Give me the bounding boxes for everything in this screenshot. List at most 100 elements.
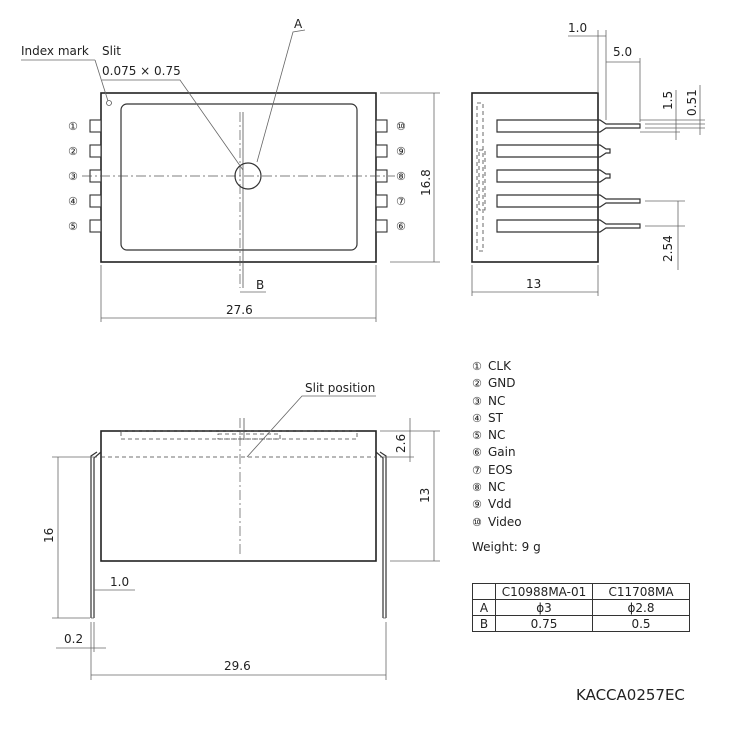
pin-name: EOS	[488, 462, 513, 477]
left-lead	[90, 451, 102, 618]
pin-label-9: ⑨	[396, 145, 406, 158]
aperture-circle	[234, 162, 262, 190]
lead	[496, 144, 611, 158]
right-lead	[375, 451, 387, 618]
pin-label-5: ⑤	[68, 220, 78, 233]
pin-name: GND	[488, 376, 516, 391]
lead	[496, 119, 641, 133]
pin-number: ④	[472, 411, 482, 425]
pin-number: ⑧	[472, 481, 482, 495]
weight-label: Weight: 9 g	[472, 540, 541, 554]
dim-lead-width: 0.2	[64, 632, 83, 646]
table-header-cell	[472, 583, 496, 600]
dimension-table: C10988MA-01 C11708MA A ϕ3 ϕ2.8 B 0.75 0.…	[472, 583, 690, 632]
table-row-label: A	[472, 599, 496, 616]
slit-position-label: Slit position	[305, 381, 375, 395]
pin-number: ⑥	[472, 446, 482, 460]
pin-name: ST	[488, 410, 503, 425]
left-pin	[89, 194, 102, 208]
pin-number: ①	[472, 360, 482, 373]
dim-lead-gap: 1.0	[110, 575, 129, 589]
pin-number: ⑤	[472, 429, 482, 443]
side-view: 1.0 5.0 1.5 0.51 2.54 13	[471, 21, 705, 296]
pin-number: ②	[472, 377, 482, 391]
lead	[496, 219, 641, 233]
table-cell: ϕ2.8	[592, 599, 690, 616]
pin-item: ② GND	[472, 375, 522, 392]
index-mark-icon	[106, 100, 112, 106]
left-pin	[89, 144, 102, 158]
top-body-outline	[100, 92, 377, 263]
slit-leader	[102, 79, 244, 171]
pin-label-3: ③	[68, 170, 78, 183]
right-pin	[375, 194, 388, 208]
dim-lead-thin: 0.51	[685, 89, 699, 116]
pin-label-7: ⑦	[396, 195, 406, 208]
front-slit-hidden	[217, 433, 281, 440]
dim-overall-width: 29.6	[224, 659, 251, 673]
index-mark-leader	[94, 59, 109, 102]
right-pin	[375, 219, 388, 233]
pin-name: Video	[488, 514, 522, 529]
side-hidden-edge	[476, 102, 484, 252]
pin-name: CLK	[488, 359, 511, 373]
dim-lead-offset: 1.0	[568, 21, 587, 35]
table-row: B 0.75 0.5	[472, 615, 690, 632]
pin-item: ④ ST	[472, 410, 522, 427]
table-header-cell: C11708MA	[592, 583, 690, 600]
pin-item: ⑥ Gain	[472, 444, 522, 461]
pin-name: NC	[488, 393, 506, 408]
side-hidden-detail	[478, 149, 486, 211]
dim-height-text: 16.8	[419, 169, 433, 196]
lead	[496, 194, 641, 208]
table-row-label: B	[472, 615, 496, 632]
pin-number: ⑦	[472, 463, 482, 477]
pin-item: ① CLK	[472, 358, 522, 375]
aperture-leader	[256, 29, 306, 163]
front-body-outline	[100, 430, 377, 562]
left-pin	[89, 119, 102, 133]
pin-label-6: ⑥	[396, 220, 406, 233]
label-a: A	[294, 17, 303, 31]
slit-size-label: 0.075 × 0.75	[102, 64, 181, 78]
pin-item: ⑤ NC	[472, 427, 522, 444]
dim-lead-thick: 1.5	[661, 91, 675, 110]
pin-item: ⑨ Vdd	[472, 496, 522, 513]
pin-name: Vdd	[488, 497, 512, 512]
top-window	[120, 103, 358, 251]
table-cell: 0.75	[495, 615, 593, 632]
front-window-hidden	[120, 430, 358, 440]
label-b: B	[256, 278, 264, 292]
side-body-outline	[471, 92, 599, 263]
dim-pitch: 2.54	[661, 235, 675, 262]
top-view: ① ② ③ ④ ⑤ ⑩ ⑨ ⑧ ⑦ ⑥ Index mark Slit 0.07…	[21, 17, 440, 322]
right-pin	[375, 144, 388, 158]
table-cell: ϕ3	[495, 599, 593, 616]
dim-lead-height: 16	[42, 528, 56, 543]
pin-item: ③ NC	[472, 393, 522, 410]
table-header-row: C10988MA-01 C11708MA	[472, 583, 690, 600]
pin-name: NC	[488, 428, 506, 443]
pin-item: ⑧ NC	[472, 479, 522, 496]
drawing-code: KACCA0257EC	[576, 686, 685, 704]
pin-number: ⑨	[472, 498, 482, 512]
pin-label-2: ②	[68, 145, 78, 158]
table-row: A ϕ3 ϕ2.8	[472, 599, 690, 616]
right-pin	[375, 119, 388, 133]
pin-item: ⑦ EOS	[472, 462, 522, 479]
dim-width-text: 27.6	[226, 303, 253, 317]
table-header-cell: C10988MA-01	[495, 583, 593, 600]
dim-depth: 13	[526, 277, 541, 291]
pin-label-8: ⑧	[396, 170, 406, 183]
dim-lead-length: 5.0	[613, 45, 632, 59]
pin-label-10: ⑩	[396, 120, 406, 133]
pin-name: Gain	[488, 445, 516, 460]
slit-label: Slit	[102, 44, 121, 58]
dim-body-height: 13	[418, 488, 432, 503]
pin-item: ⑩ Video	[472, 514, 522, 531]
pin-number: ③	[472, 394, 482, 408]
pin-number: ⑩	[472, 515, 482, 529]
index-mark-label: Index mark	[21, 44, 89, 58]
pin-name: NC	[488, 480, 506, 495]
